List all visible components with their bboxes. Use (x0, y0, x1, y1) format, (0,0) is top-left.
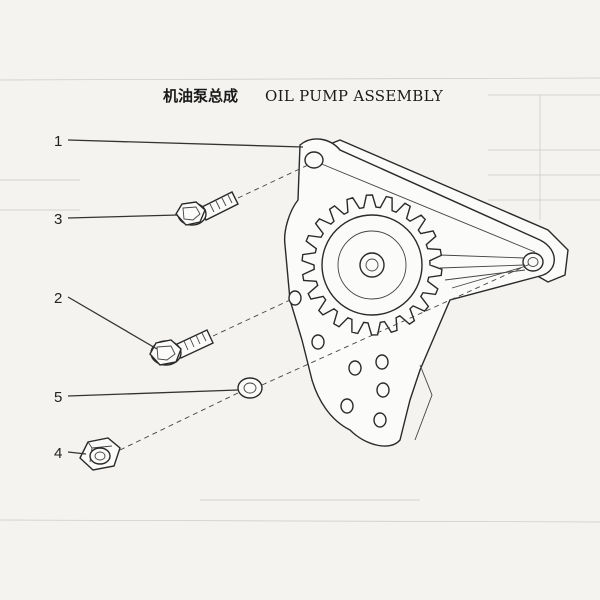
background-ghost-lines (0, 77, 600, 523)
leader-lines (67, 139, 304, 455)
callout-2: 2 (54, 290, 62, 307)
hex-nut (79, 437, 121, 471)
assembly-center-lines (119, 164, 531, 451)
pump-drive-gear (301, 194, 443, 336)
washer (237, 377, 263, 399)
callout-3: 3 (54, 211, 62, 228)
flange-bolt-lower (149, 329, 214, 366)
callout-5: 5 (54, 389, 62, 406)
flange-bolt-upper (175, 191, 239, 226)
mounting-hole-top (304, 151, 324, 169)
callout-1: 1 (54, 133, 62, 150)
callout-labels: 1 3 2 5 4 (54, 133, 62, 462)
title-chinese: 机油泵总成 (163, 87, 238, 105)
callout-4: 4 (54, 445, 62, 462)
title-english: OIL PUMP ASSEMBLY (265, 87, 444, 105)
mounting-hole-right (522, 252, 544, 272)
gear-shaft-hole (359, 252, 385, 278)
